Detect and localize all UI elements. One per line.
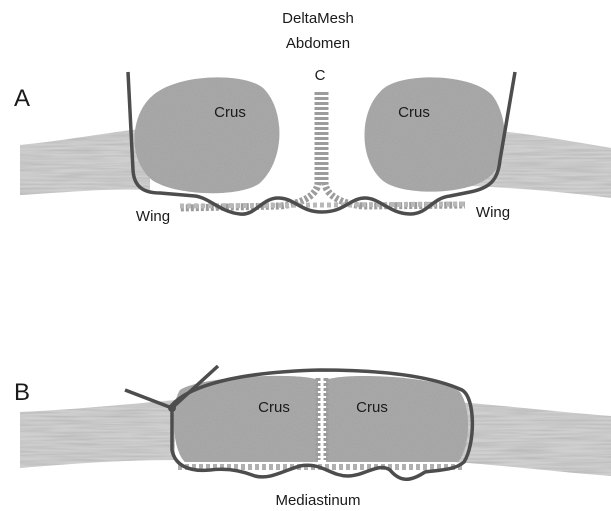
panel-b-letter: B <box>14 379 30 406</box>
panel-a-crus-left <box>135 77 280 193</box>
title-line-1: DeltaMesh <box>282 10 354 27</box>
panel-a-wing-left: Wing <box>136 208 170 225</box>
panel-a-wing-right: Wing <box>476 204 510 221</box>
panel-b-knot <box>168 404 176 412</box>
panel-a-mesh-base <box>180 204 465 206</box>
panel-b-tissue-left <box>20 400 175 468</box>
panel-b-crus-left-label: Crus <box>258 399 290 416</box>
panel-a-crus-right-label: Crus <box>398 104 430 121</box>
panel-b-tissue-right <box>455 402 611 476</box>
panel-a-letter: A <box>14 85 30 112</box>
panel-a-crus-right <box>365 77 505 191</box>
panel-a-crus-left-label: Crus <box>214 104 246 121</box>
panel-a-c-label: C <box>315 67 326 84</box>
panel-b-crus-right <box>326 376 468 462</box>
panel-b-crus-right-label: Crus <box>356 399 388 416</box>
panel-b-mediastinum-label: Mediastinum <box>275 492 360 509</box>
title-line-2: Abdomen <box>286 35 350 52</box>
